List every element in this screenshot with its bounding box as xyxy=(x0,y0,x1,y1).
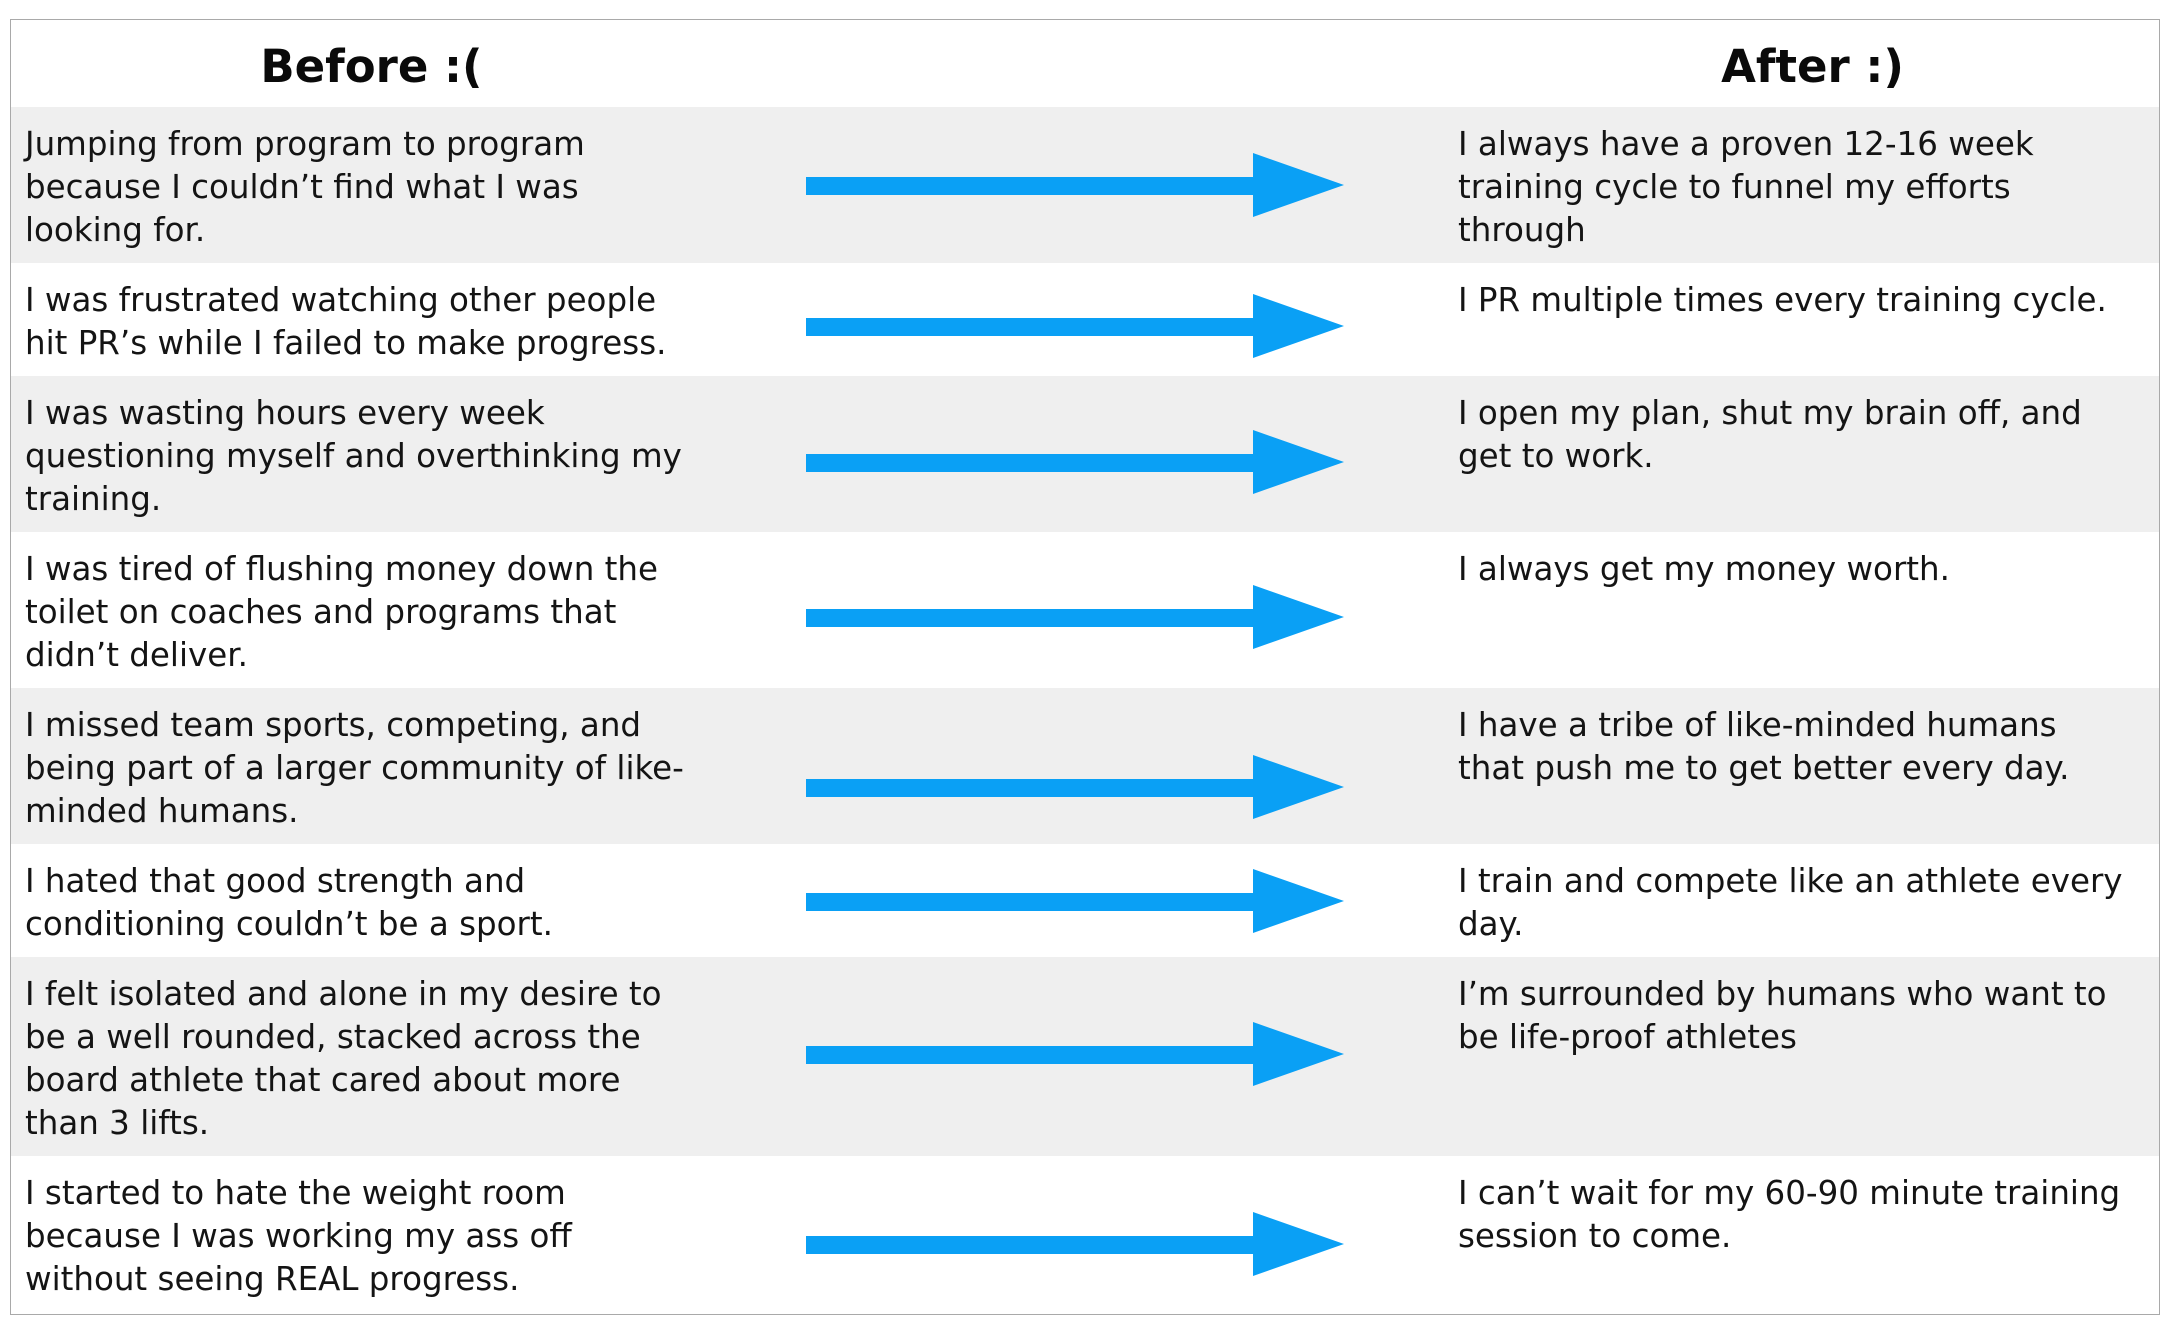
right-arrow-icon xyxy=(806,430,1344,494)
header-before: Before :( xyxy=(260,40,483,93)
right-arrow-icon xyxy=(806,585,1344,649)
before-cell: I was tired of flushing money down the t… xyxy=(25,550,658,674)
after-cell: I always get my money worth. xyxy=(1458,550,1950,588)
right-arrow-icon xyxy=(806,755,1344,819)
right-arrow-icon xyxy=(806,1212,1344,1276)
before-cell: I hated that good strength and condition… xyxy=(25,862,553,943)
before-cell: Jumping from program to program because … xyxy=(25,125,585,249)
after-cell: I always have a proven 12-16 week traini… xyxy=(1458,125,2034,249)
before-cell: I started to hate the weight room becaus… xyxy=(25,1174,572,1298)
table-row: I hated that good strength and condition… xyxy=(11,844,2159,957)
after-cell: I PR multiple times every training cycle… xyxy=(1458,281,2107,319)
table-header: Before :( After :) xyxy=(11,20,2159,107)
before-cell: I was wasting hours every week questioni… xyxy=(25,394,682,518)
before-after-table: Before :( After :) Jumping from program … xyxy=(10,19,2160,1315)
right-arrow-icon xyxy=(806,294,1344,358)
after-cell: I can’t wait for my 60-90 minute trainin… xyxy=(1458,1174,2121,1255)
table-row: I started to hate the weight room becaus… xyxy=(11,1156,2159,1314)
before-cell: I was frustrated watching other people h… xyxy=(25,281,667,362)
before-cell: I felt isolated and alone in my desire t… xyxy=(25,975,662,1142)
after-cell: I’m surrounded by humans who want to be … xyxy=(1458,975,2107,1056)
right-arrow-icon xyxy=(806,153,1344,217)
right-arrow-icon xyxy=(806,1022,1344,1086)
after-cell: I have a tribe of like-minded humans tha… xyxy=(1458,706,2070,787)
table-row: Jumping from program to program because … xyxy=(11,107,2159,263)
table-row: I was frustrated watching other people h… xyxy=(11,263,2159,376)
table-row: I was wasting hours every week questioni… xyxy=(11,376,2159,532)
table-row: I was tired of flushing money down the t… xyxy=(11,532,2159,688)
before-cell: I missed team sports, competing, and bei… xyxy=(25,706,684,830)
after-cell: I open my plan, shut my brain off, and g… xyxy=(1458,394,2082,475)
header-after: After :) xyxy=(1721,40,1904,93)
right-arrow-icon xyxy=(806,869,1344,933)
table-row: I missed team sports, competing, and bei… xyxy=(11,688,2159,844)
after-cell: I train and compete like an athlete ever… xyxy=(1458,862,2123,943)
table-row: I felt isolated and alone in my desire t… xyxy=(11,957,2159,1156)
